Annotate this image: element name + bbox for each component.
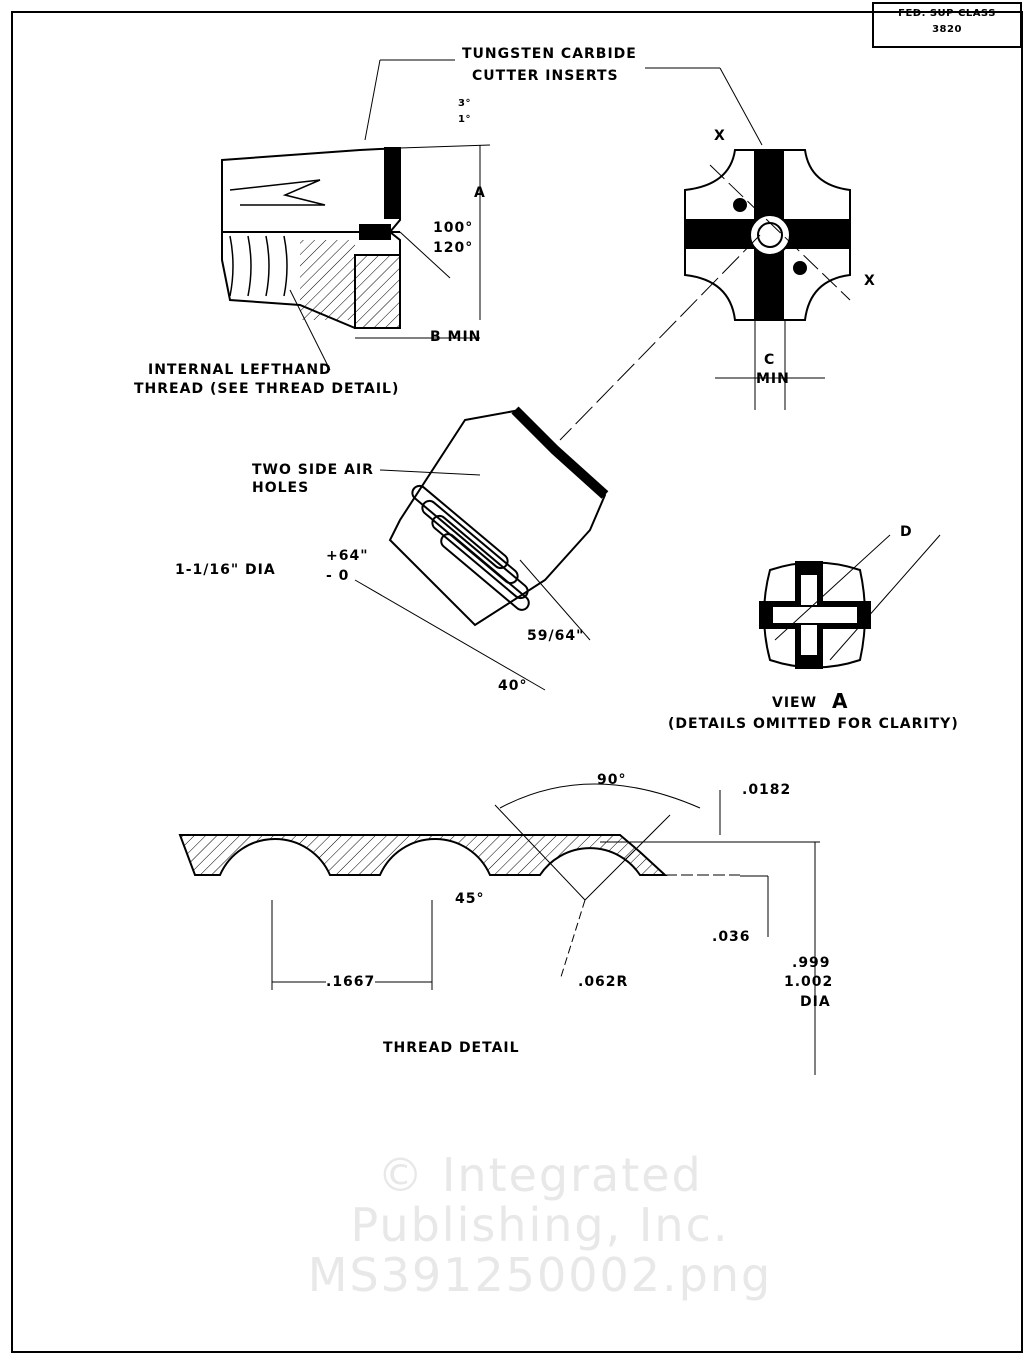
angle-120: 120° bbox=[433, 240, 474, 256]
dim-c: C bbox=[764, 352, 776, 368]
air-holes-label-1: TWO SIDE AIR bbox=[252, 462, 374, 478]
dim-59-64: 59/64" bbox=[527, 628, 585, 644]
thread-detail-title: THREAD DETAIL bbox=[383, 1040, 520, 1056]
tolerance-minus: - 0 bbox=[326, 568, 350, 584]
dim-0182: .0182 bbox=[742, 782, 792, 798]
angle-1: 1° bbox=[458, 114, 471, 125]
angle-45: 45° bbox=[455, 891, 485, 907]
dim-036: .036 bbox=[712, 929, 751, 945]
dia-unit: DIA bbox=[800, 994, 831, 1010]
view-a bbox=[759, 534, 941, 669]
angle-40: 40° bbox=[498, 678, 528, 694]
side-view bbox=[221, 59, 491, 371]
watermark: © Integrated Publishing, Inc. MS39125000… bbox=[190, 1150, 890, 1300]
page-border bbox=[11, 11, 1023, 1353]
view-letter: A bbox=[832, 689, 849, 713]
inserts-label-bottom: CUTTER INSERTS bbox=[472, 68, 619, 84]
tolerance-plus: +64" bbox=[326, 548, 369, 564]
dim-b-min: B MIN bbox=[430, 329, 482, 345]
view-note: (DETAILS OMITTED FOR CLARITY) bbox=[668, 716, 959, 732]
angle-90: 90° bbox=[597, 772, 627, 788]
watermark-line: Publishing, Inc. bbox=[350, 1198, 730, 1252]
air-holes-label-2: HOLES bbox=[252, 480, 310, 496]
dim-radius: .062R bbox=[578, 974, 629, 990]
watermark-line: © Integrated bbox=[377, 1148, 703, 1202]
section-x-bottom: X bbox=[864, 273, 876, 289]
dim-c-min: MIN bbox=[756, 371, 790, 387]
watermark-line: MS391250002.png bbox=[307, 1248, 773, 1302]
section-x-top: X bbox=[714, 128, 726, 144]
dim-pitch: .1667 bbox=[326, 974, 376, 991]
dia-label: 1-1/16" DIA bbox=[175, 562, 276, 578]
dim-a: A bbox=[474, 185, 486, 201]
dim-1002: 1.002 bbox=[784, 974, 834, 990]
angle-100: 100° bbox=[433, 220, 474, 236]
dim-999: .999 bbox=[792, 955, 831, 971]
internal-thread-label-1: INTERNAL LEFTHAND bbox=[148, 362, 332, 378]
dim-d: D bbox=[900, 524, 913, 540]
class-label: FED. SUP CLASS bbox=[898, 8, 996, 19]
view-label: VIEW bbox=[772, 695, 818, 711]
angle-3: 3° bbox=[458, 98, 471, 109]
end-view bbox=[559, 67, 851, 441]
thread-detail bbox=[178, 783, 820, 1075]
inserts-label-top: TUNGSTEN CARBIDE bbox=[462, 46, 637, 62]
internal-thread-label-2: THREAD (SEE THREAD DETAIL) bbox=[134, 381, 400, 397]
federal-supply-class-box: FED. SUP CLASS 3820 bbox=[872, 2, 1022, 48]
isometric-section bbox=[354, 406, 609, 691]
class-number: 3820 bbox=[932, 24, 962, 35]
